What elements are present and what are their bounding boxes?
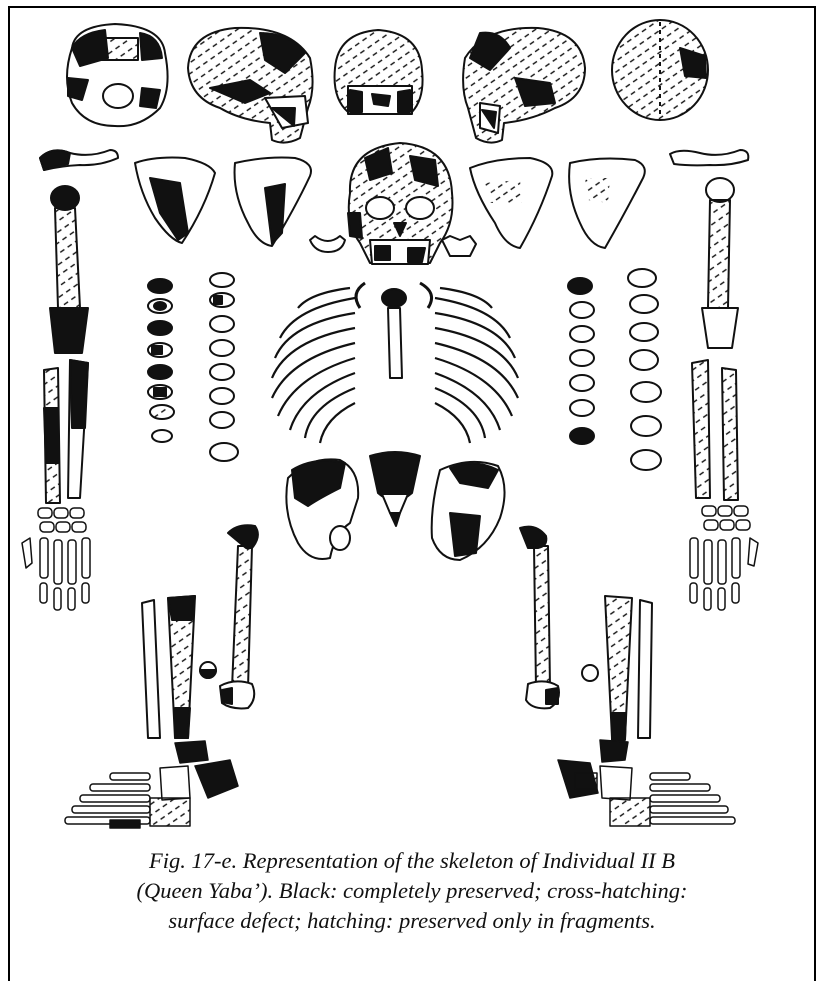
humerus-right: [702, 178, 738, 348]
hand-right: [690, 506, 758, 610]
tibia-left-fill-bottom: [175, 708, 190, 738]
fibula-left: [142, 600, 160, 738]
thoracic-vertebrae-left: [210, 273, 238, 461]
mandible-fragment-right: [442, 236, 476, 256]
clavicle-right: [670, 150, 748, 165]
vertebrae-right-inner: [568, 278, 594, 444]
pelvis-left-innominate: [286, 459, 358, 559]
cervical-vertebrae-left: [148, 279, 174, 442]
scapula-right-2: [569, 159, 645, 248]
caption-line: (Queen Yaba’). Black: completely preserv…: [20, 876, 804, 906]
patella-right: [582, 665, 598, 681]
vertebrae-right-outer: [628, 269, 661, 470]
ulna-left-fill: [70, 360, 88, 428]
scapula-right-2-hatch: [585, 178, 610, 203]
skull-basal-view: [67, 24, 168, 126]
pelvis-right-innominate: [432, 462, 505, 560]
sacrum: [370, 452, 420, 526]
figure-caption: Fig. 17-e. Representation of the skeleto…: [20, 846, 804, 936]
radius-right: [692, 360, 710, 498]
skull-superior-view: [612, 20, 708, 120]
ribs-left: [272, 288, 355, 443]
scapula-right-1-hatch: [485, 180, 522, 203]
skull-lateral-right: [463, 28, 585, 143]
caption-line: surface defect; hatching: preserved only…: [20, 906, 804, 936]
caption-line: Fig. 17-e. Representation of the skeleto…: [20, 846, 804, 876]
ribs-right: [435, 288, 518, 443]
skull-lateral-left: [188, 28, 313, 143]
humerus-left: [50, 186, 88, 353]
sternum: [388, 308, 402, 378]
foot-left: [65, 741, 238, 828]
frame-border-right: [814, 6, 816, 981]
femur-left: [220, 525, 258, 708]
patella-left-fill: [200, 670, 216, 678]
skeleton-diagram: [10, 8, 814, 848]
mandible-fragment-left: [310, 236, 345, 252]
skull-frontal-view: [348, 143, 453, 264]
hand-left: [22, 508, 90, 610]
ulna-right: [722, 368, 738, 500]
rib-one-right: [420, 283, 432, 308]
skull-posterior-view: [335, 30, 423, 114]
fibula-right: [638, 600, 652, 738]
radius-left-fill: [44, 408, 58, 463]
rib-one-left: [356, 283, 365, 308]
manubrium: [382, 289, 406, 307]
femur-right: [520, 527, 559, 709]
foot-right: [558, 740, 735, 826]
tibia-left-fill-top: [168, 596, 195, 620]
tibia-right-fill-bottom: [612, 713, 626, 740]
